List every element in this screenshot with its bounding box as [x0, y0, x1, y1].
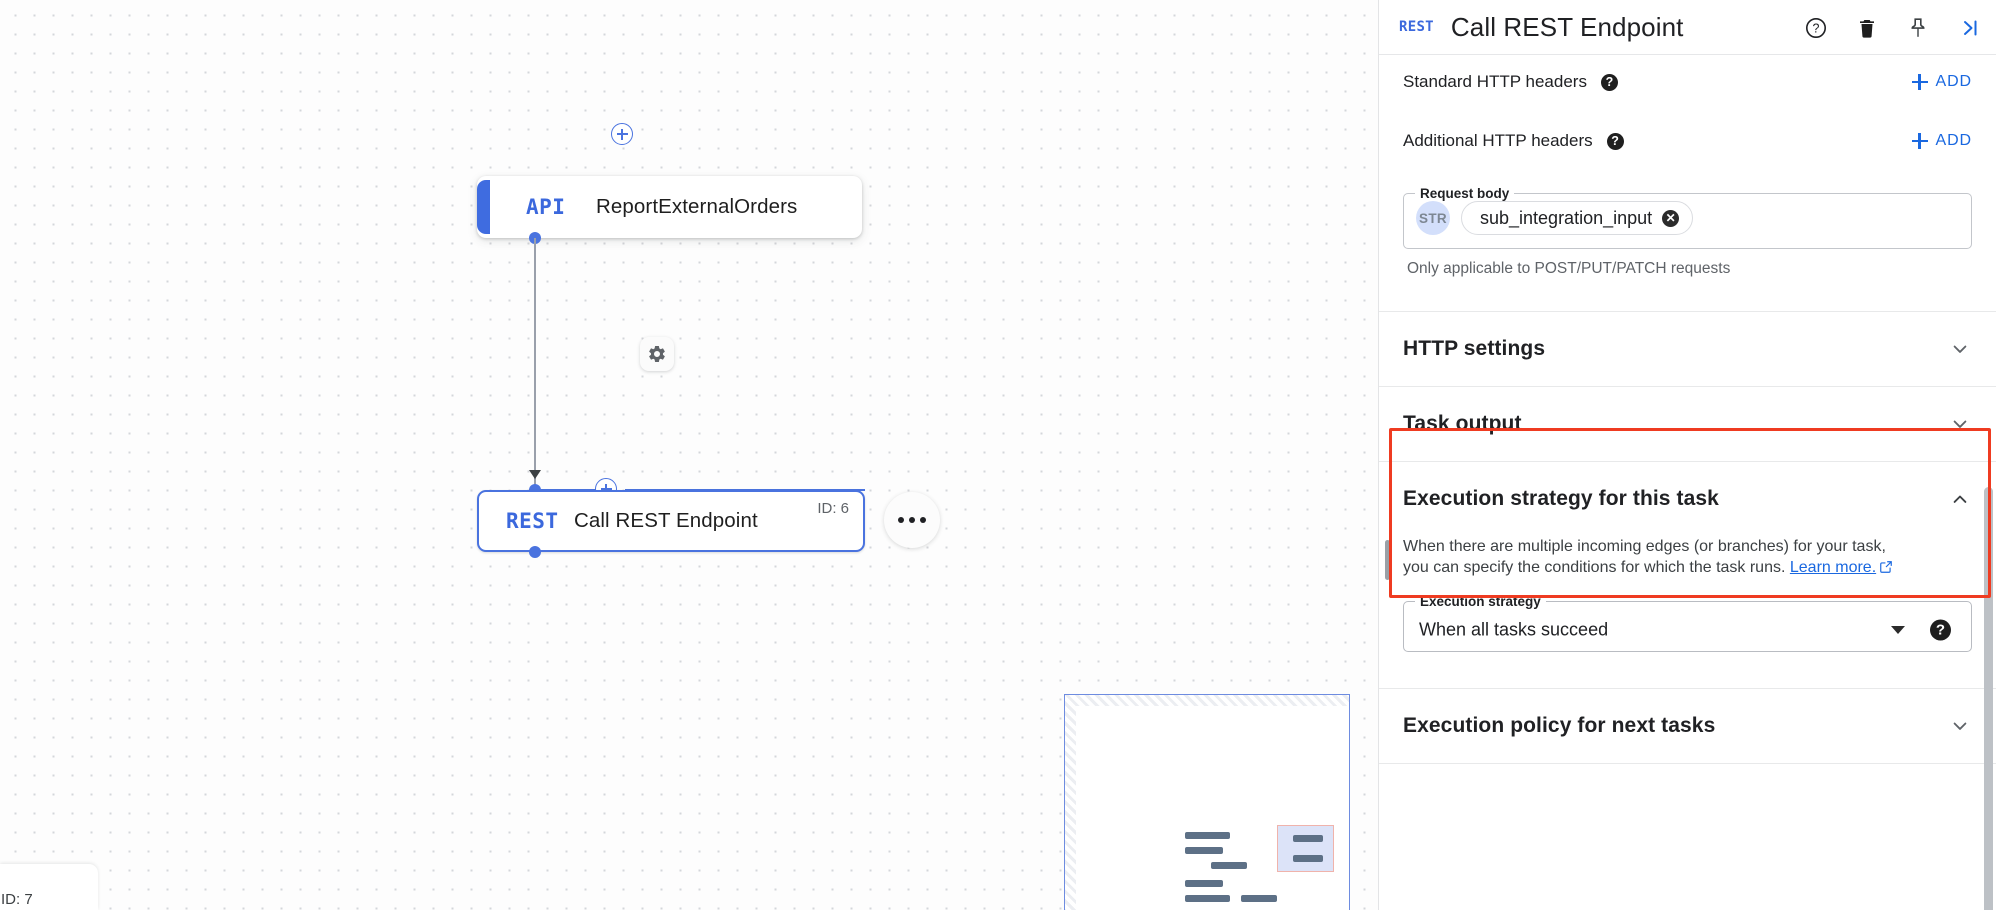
execution-strategy-select[interactable]: Execution strategy When all tasks succee…: [1403, 594, 1972, 653]
section-execution-policy-title: Execution policy for next tasks: [1403, 714, 1716, 738]
panel-type-badge: REST: [1399, 19, 1434, 35]
delete-icon[interactable]: [1855, 16, 1879, 40]
add-additional-header-button[interactable]: ADD: [1911, 132, 1972, 150]
collapse-panel-icon[interactable]: [1957, 16, 1983, 40]
request-body-field[interactable]: Request body STR sub_integration_input ✕: [1403, 186, 1972, 249]
panel-title: Call REST Endpoint: [1450, 11, 1684, 42]
chevron-down-icon[interactable]: [1891, 626, 1905, 635]
workflow-canvas[interactable]: API ReportExternalOrders REST Call REST …: [0, 0, 1378, 910]
request-body-value-row: STR sub_integration_input ✕: [1404, 201, 1971, 248]
panel-scrollbar[interactable]: [1984, 487, 1993, 910]
settings-gear-icon: [649, 345, 665, 363]
pin-icon[interactable]: [1906, 16, 1930, 40]
divider: [1379, 311, 1996, 312]
external-link-icon[interactable]: [1879, 559, 1893, 580]
remove-variable-icon[interactable]: ✕: [1662, 209, 1680, 227]
edge-settings-button[interactable]: [640, 337, 674, 371]
node-call-rest-endpoint[interactable]: REST Call REST Endpoint ID: 6: [477, 490, 865, 552]
svg-text:?: ?: [1813, 21, 1820, 35]
request-body-legend: Request body: [1420, 186, 1510, 201]
panel-header-actions: ?: [1804, 0, 1983, 55]
node-accent-bar: [477, 180, 490, 234]
standard-http-headers-label: Standard HTTP headers: [1403, 72, 1587, 91]
section-execution-policy[interactable]: Execution policy for next tasks: [1379, 689, 1996, 763]
panel-body[interactable]: Standard HTTP headers ? ADD Additional H…: [1379, 55, 1996, 910]
divider: [1379, 461, 1996, 462]
rest-node-output-port[interactable]: [529, 546, 541, 558]
section-execution-strategy[interactable]: Execution strategy for this task: [1379, 462, 1996, 536]
execution-strategy-description-line2: you can specify the conditions for which…: [1403, 559, 1786, 577]
node-label: ReportExternalOrders: [596, 195, 798, 218]
node-type-badge: REST: [506, 509, 559, 533]
divider: [1379, 763, 1996, 765]
chevron-up-icon[interactable]: [1950, 489, 1970, 509]
canvas-drop-panel[interactable]: [1064, 694, 1350, 910]
request-body-variable-label: sub_integration_input: [1480, 207, 1653, 228]
plus-icon: [1911, 133, 1928, 149]
dot: [897, 516, 905, 524]
add-node-after-api-button[interactable]: [611, 123, 633, 145]
edge-arrow-icon: [529, 470, 541, 479]
node-type-badge: API: [526, 195, 566, 219]
request-body-variable-chip[interactable]: sub_integration_input ✕: [1461, 201, 1694, 235]
standard-http-headers-row: Standard HTTP headers ? ADD: [1379, 55, 1996, 109]
chevron-down-icon[interactable]: [1950, 414, 1970, 434]
standard-http-headers-help-icon[interactable]: ?: [1600, 73, 1618, 91]
add-standard-header-button[interactable]: ADD: [1911, 73, 1972, 91]
plus-icon: [1911, 74, 1928, 90]
add-standard-header-label: ADD: [1935, 73, 1972, 90]
request-body-hint: Only applicable to POST/PUT/PATCH reques…: [1407, 260, 1731, 277]
canvas-corner-card: [0, 864, 98, 910]
placeholder-illustration: [1185, 825, 1335, 910]
learn-more-link[interactable]: Learn more.: [1789, 559, 1877, 577]
task-config-panel: REST Call REST Endpoint ?: [1378, 0, 1996, 910]
execution-strategy-help-icon[interactable]: ?: [1930, 619, 1951, 641]
node-more-options-button[interactable]: [884, 492, 940, 548]
section-execution-strategy-title: Execution strategy for this task: [1403, 487, 1719, 510]
chevron-down-icon[interactable]: [1950, 716, 1970, 736]
canvas-corner-id-label: ID: 7: [1, 891, 33, 908]
execution-strategy-legend: Execution strategy: [1420, 594, 1541, 610]
section-http-settings[interactable]: HTTP settings: [1379, 312, 1996, 386]
node-label: Call REST Endpoint: [574, 509, 758, 532]
variable-type-chip: STR: [1416, 201, 1450, 235]
dot: [919, 516, 927, 524]
execution-strategy-description: When there are multiple incoming edges (…: [1379, 536, 1996, 580]
section-task-output-title: Task output: [1403, 412, 1522, 435]
chevron-down-icon[interactable]: [1950, 339, 1970, 359]
execution-strategy-value: When all tasks succeed: [1419, 619, 1609, 640]
divider: [1379, 386, 1996, 387]
panel-inner-scrollbar[interactable]: [1385, 540, 1390, 580]
dot: [908, 516, 916, 524]
panel-header: REST Call REST Endpoint ?: [1379, 0, 1996, 55]
additional-http-headers-help-icon[interactable]: ?: [1606, 132, 1624, 150]
additional-http-headers-label: Additional HTTP headers: [1403, 131, 1593, 150]
edge-api-to-rest: [534, 238, 536, 488]
section-task-output[interactable]: Task output: [1379, 387, 1996, 461]
section-http-settings-title: HTTP settings: [1403, 337, 1546, 360]
node-id-label: ID: 6: [817, 500, 849, 517]
node-report-external-orders[interactable]: API ReportExternalOrders: [477, 176, 862, 238]
additional-http-headers-row: Additional HTTP headers ? ADD: [1379, 109, 1996, 173]
add-additional-header-label: ADD: [1935, 132, 1972, 149]
help-icon[interactable]: ?: [1804, 16, 1828, 40]
divider: [1379, 688, 1996, 690]
execution-strategy-description-line1: When there are multiple incoming edges (…: [1403, 538, 1886, 555]
